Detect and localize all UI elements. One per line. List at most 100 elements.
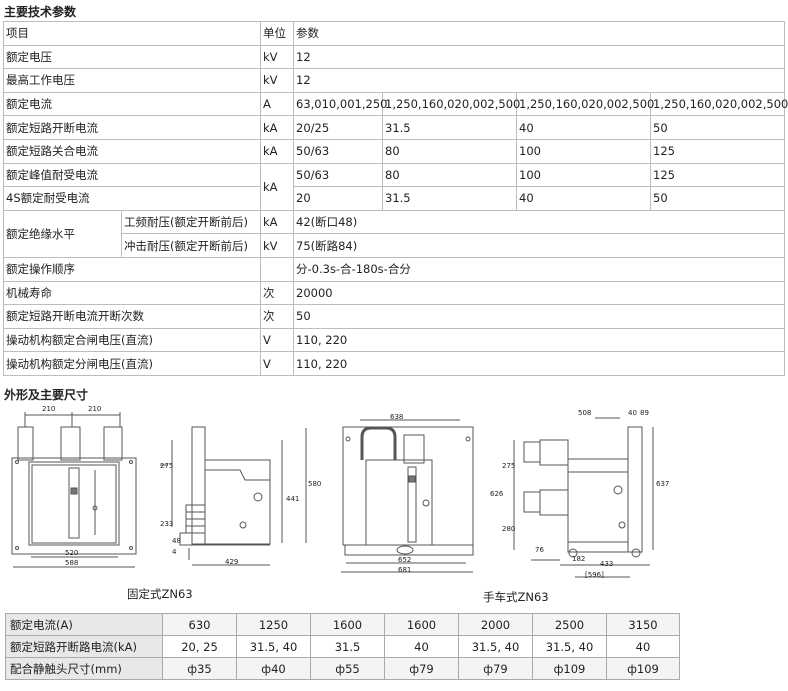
dim-label: 280 (502, 525, 516, 533)
cell: ф40 (236, 657, 311, 680)
row-value: 1,250,160,020,002,500 (516, 91, 654, 117)
caption-fixed: 固定式ZN63 (127, 587, 193, 601)
dim-label: 275 (160, 462, 174, 470)
cell: 31.5, 40 (458, 635, 533, 658)
table-row: 额定电流 A 63,010,001,250 1,250,160,020,002,… (3, 91, 788, 117)
dim-label: 580 (308, 480, 322, 488)
row-unit: V (260, 351, 294, 376)
row-unit: kA (260, 209, 294, 235)
dim-label: 76 (535, 546, 544, 554)
dim-label: 637 (656, 480, 670, 488)
table-row: 项目 单位 参数 (3, 21, 785, 46)
row-unit: A (260, 91, 294, 117)
dim-label: 508 (578, 409, 592, 417)
cell: 40 (384, 635, 459, 658)
header-item: 项目 (3, 21, 261, 46)
row-value: 1,250,160,020,002,500 (650, 91, 788, 117)
dim-label: 429 (225, 558, 239, 566)
table-row: 机械寿命 次 20000 (3, 280, 785, 306)
row-value: 50/63 (293, 138, 383, 164)
row-label: 额定绝缘水平 (3, 209, 122, 258)
row-label: 操动机构额定合闸电压(直流) (3, 327, 261, 353)
cell: 3150 (606, 613, 680, 636)
section-title-dims: 外形及主要尺寸 (4, 388, 89, 402)
row-sublabel: 工频耐压(额定开断前后) (121, 209, 261, 235)
dim-label: 441 (286, 495, 300, 503)
dim-label: 210 (42, 405, 56, 413)
table-row: 冲击耐压(额定开断前后) kV 75(断路84) (4, 233, 785, 258)
row-label: 额定短路开断路电流(kA) (5, 635, 163, 658)
row-value: 12 (293, 44, 785, 70)
cell: 31.5 (310, 635, 385, 658)
dim-label: 40 (628, 409, 637, 417)
row-value: 100 (516, 162, 651, 188)
row-value: 20000 (293, 280, 785, 306)
row-label: 机械寿命 (3, 280, 261, 306)
row-unit: 次 (260, 280, 294, 306)
row-value: 63,010,001,250 (293, 91, 387, 117)
table-row: 额定绝缘水平 工频耐压(额定开断前后) kA 42(断口48) (3, 209, 785, 258)
cell: 31.5, 40 (532, 635, 607, 658)
row-unit: kV (260, 68, 294, 93)
row-unit: kV (260, 233, 294, 258)
row-value: 20 (293, 186, 383, 211)
row-value: 110, 220 (293, 351, 785, 376)
spec-table: 项目 单位 参数 额定电压 kV 12 最高工作电压 kV 12 额定电流 A … (3, 21, 788, 376)
truck-front-view (341, 419, 474, 573)
dim-label: 433 (600, 560, 614, 568)
table-row: 操动机构额定合闸电压(直流) V 110, 220 (3, 327, 785, 353)
dim-label: 89 (640, 409, 649, 417)
row-value: 50/63 (293, 162, 383, 188)
header-param: 参数 (293, 21, 785, 46)
cell: ф109 (606, 657, 680, 680)
cell: 2000 (458, 613, 533, 636)
dim-label: 638 (390, 413, 404, 421)
row-value: 100 (516, 138, 651, 164)
row-label: 额定短路开断电流 (3, 115, 261, 140)
cell: 2500 (532, 613, 607, 636)
header-unit: 单位 (260, 21, 294, 46)
dim-label: 588 (65, 559, 79, 567)
cell: ф35 (162, 657, 237, 680)
row-sublabel: 冲击耐压(额定开断前后) (121, 233, 261, 258)
row-value: 50 (650, 115, 785, 140)
row-unit (260, 256, 294, 282)
table-row: 额定短路开断电流开断次数 次 50 (3, 304, 785, 329)
fixed-front-view (11, 412, 137, 568)
dim-label: 520 (65, 549, 79, 557)
table-row: 额定操作顺序 分-0.3s-合-180s-合分 (3, 256, 785, 282)
row-value: 31.5 (382, 115, 517, 140)
row-label: 配合静触头尺寸(mm) (5, 657, 163, 680)
table-row: 额定短路开断电流 kA 20/25 31.5 40 50 (3, 115, 785, 140)
table-row: 额定电流(A) 630 1250 1600 1600 2000 2500 315… (5, 613, 680, 636)
row-unit: kA (260, 162, 294, 211)
table-row: 额定短路开断路电流(kA) 20, 25 31.5, 40 31.5 40 31… (5, 635, 680, 658)
dim-label: 48 (172, 537, 181, 545)
row-value: 12 (293, 68, 785, 93)
dim-label: 652 (398, 556, 412, 564)
row-value: 42(断口48) (293, 209, 785, 235)
row-value: 40 (516, 115, 651, 140)
dim-label: 210 (88, 405, 102, 413)
table-row: 额定峰值耐受电流 kA 50/63 80 100 125 (3, 162, 785, 211)
dim-label: [596] (585, 571, 604, 579)
row-value: 80 (382, 138, 517, 164)
section-title-params: 主要技术参数 (4, 5, 77, 19)
row-value: 31.5 (382, 186, 517, 211)
row-label: 额定操作顺序 (3, 256, 261, 282)
row-value: 125 (650, 162, 785, 188)
cell: 1600 (310, 613, 385, 636)
dim-label: 681 (398, 566, 412, 574)
cell: 31.5, 40 (236, 635, 311, 658)
dim-label: 4 (172, 548, 177, 556)
row-value: 40 (516, 186, 651, 211)
cell: 630 (162, 613, 237, 636)
row-unit: kA (260, 115, 294, 140)
row-unit: kV (260, 44, 294, 70)
cell: ф55 (310, 657, 385, 680)
row-label: 额定短路关合电流 (3, 138, 261, 164)
row-unit: 次 (260, 304, 294, 329)
row-value: 50 (650, 186, 785, 211)
row-value: 110, 220 (293, 327, 785, 353)
dim-label: 233 (160, 520, 174, 528)
